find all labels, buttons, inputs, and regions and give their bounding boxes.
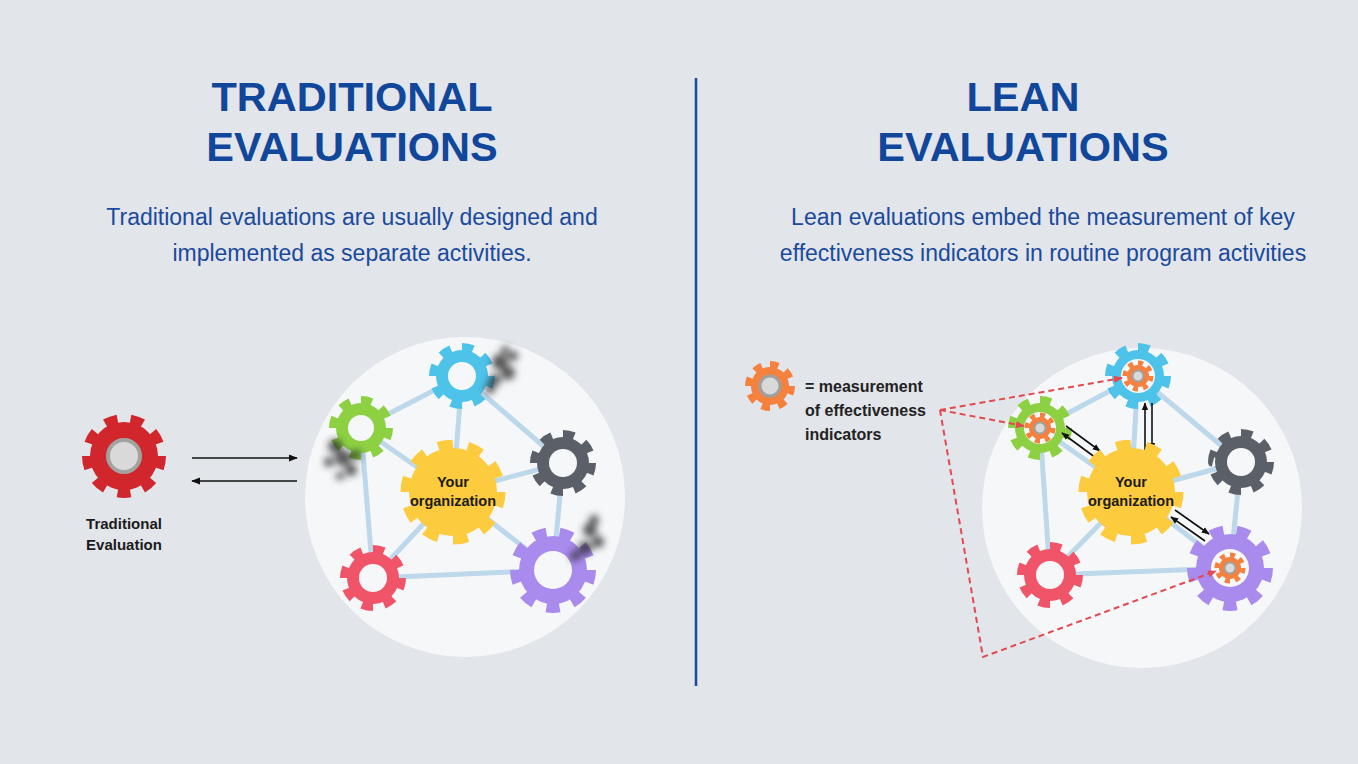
gear-shape	[406, 445, 500, 539]
gear-shape	[87, 419, 161, 493]
exchange-arrow	[192, 457, 297, 459]
gear-shape	[1084, 445, 1178, 539]
gear-body	[90, 422, 158, 490]
gear-body	[409, 448, 497, 536]
node-outline	[397, 436, 509, 548]
organization-gear: Your organization	[397, 436, 509, 548]
node-label: Your organization	[1083, 473, 1179, 511]
network-circle	[305, 337, 625, 657]
legend-swatch	[743, 358, 799, 414]
legend-label: = measurement of effectiveness indicator…	[805, 375, 933, 447]
exchange-arrow	[192, 480, 297, 482]
gear-body	[751, 367, 789, 405]
section-divider	[695, 78, 698, 686]
organization-network: Your organization	[982, 348, 1302, 668]
gear-body	[1087, 448, 1175, 536]
section-description: Lean evaluations embed the measurement o…	[763, 199, 1323, 271]
network-circle	[982, 348, 1302, 668]
gear-hole	[108, 440, 140, 472]
node-outline	[1075, 436, 1187, 548]
gear-teeth	[406, 445, 500, 539]
section-description: Traditional evaluations are usually desi…	[72, 199, 632, 271]
gear-teeth	[1084, 445, 1178, 539]
node-label: Your organization	[405, 473, 501, 511]
evaluation-gear: Traditional Evaluation	[64, 412, 184, 552]
node-label: Traditional Evaluation	[64, 513, 184, 555]
gear-shape	[749, 365, 791, 407]
gear-teeth	[87, 419, 161, 493]
gear-teeth	[749, 365, 791, 407]
legend-entry: = measurement of effectiveness indicator…	[743, 358, 943, 458]
gear-hole	[760, 376, 780, 396]
organization-gear: Your organization	[1075, 436, 1187, 548]
section-heading: TRADITIONAL EVALUATIONS	[172, 72, 532, 172]
organization-network: Your organization	[305, 337, 625, 657]
section-heading: LEAN EVALUATIONS	[843, 72, 1203, 172]
